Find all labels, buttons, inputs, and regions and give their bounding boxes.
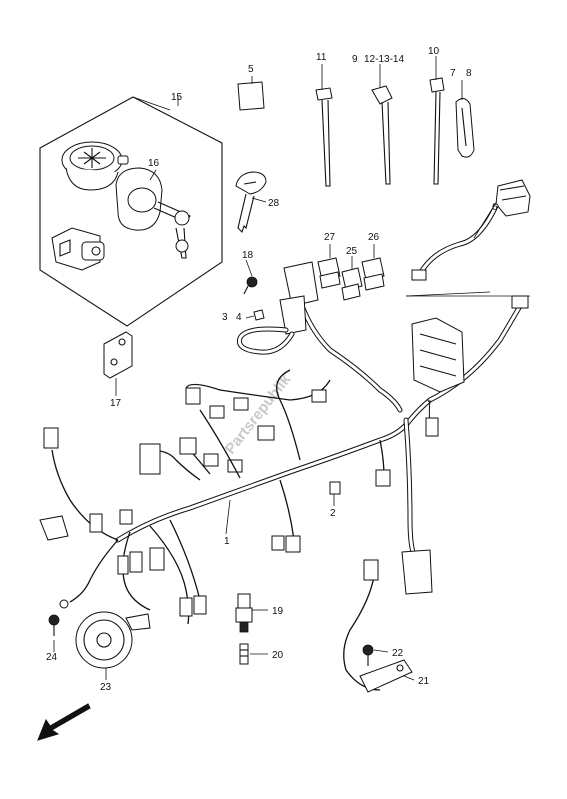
switch-19-icon bbox=[235, 593, 253, 633]
label-plate-icon bbox=[237, 81, 265, 111]
watermark: Partsrepublik bbox=[222, 371, 295, 458]
label-24: 24 bbox=[46, 652, 58, 663]
label-1: 1 bbox=[224, 536, 230, 547]
label-20: 20 bbox=[272, 650, 284, 661]
arrow-down-left-icon bbox=[37, 703, 91, 741]
cable-tie-12-icon bbox=[371, 85, 393, 185]
bracket-icon bbox=[103, 331, 133, 379]
bolt-22-icon bbox=[362, 644, 374, 666]
seat-lock-icon bbox=[51, 227, 105, 271]
clamp-7-icon bbox=[455, 98, 475, 158]
guide-lines bbox=[405, 291, 530, 297]
plug-20-icon bbox=[239, 643, 249, 665]
part-3-4-icon bbox=[253, 309, 265, 321]
label-25: 25 bbox=[346, 246, 358, 257]
label-8: 8 bbox=[466, 68, 472, 79]
main-harness-icon bbox=[39, 261, 529, 625]
label-11: 11 bbox=[316, 52, 327, 63]
screw-18-icon bbox=[243, 276, 258, 295]
label-16: 16 bbox=[148, 158, 160, 169]
label-3: 3 bbox=[222, 312, 228, 323]
label-28: 28 bbox=[268, 198, 280, 209]
label-19: 19 bbox=[272, 606, 284, 617]
label-26: 26 bbox=[368, 232, 380, 243]
relay-25-icon bbox=[341, 267, 363, 301]
relay-27-icon bbox=[317, 257, 341, 289]
leader-lines bbox=[53, 56, 495, 681]
key-icon bbox=[235, 171, 267, 234]
label-4: 4 bbox=[236, 312, 242, 323]
label-6: 6 bbox=[492, 202, 498, 213]
fuel-cap-icon bbox=[61, 141, 129, 191]
label-12-13-14: 12-13-14 bbox=[364, 54, 404, 65]
ignition-switch-set-box bbox=[39, 96, 223, 327]
part-labels: 15 5 11 9 12-13-14 10 7 8 16 28 6 27 25 … bbox=[46, 46, 498, 693]
ignition-lock-icon bbox=[115, 167, 191, 259]
label-10: 10 bbox=[428, 46, 440, 57]
label-23: 23 bbox=[100, 682, 112, 693]
label-22: 22 bbox=[392, 648, 404, 659]
cable-tie-11-icon bbox=[315, 87, 333, 187]
relay-26-icon bbox=[361, 257, 385, 291]
label-5: 5 bbox=[248, 64, 254, 75]
label-27: 27 bbox=[324, 232, 336, 243]
label-17: 17 bbox=[110, 398, 122, 409]
label-21: 21 bbox=[418, 676, 430, 687]
label-15: 15 bbox=[171, 92, 183, 103]
sensor-21-icon bbox=[343, 559, 413, 693]
label-7: 7 bbox=[450, 68, 456, 79]
label-9: 9 bbox=[352, 54, 358, 65]
cable-tie-10-icon bbox=[429, 77, 445, 185]
label-2: 2 bbox=[330, 508, 336, 519]
horn-icon bbox=[75, 611, 151, 669]
sub-harness-icon bbox=[411, 179, 531, 281]
label-18: 18 bbox=[242, 250, 254, 261]
screw-24-icon bbox=[48, 614, 60, 636]
